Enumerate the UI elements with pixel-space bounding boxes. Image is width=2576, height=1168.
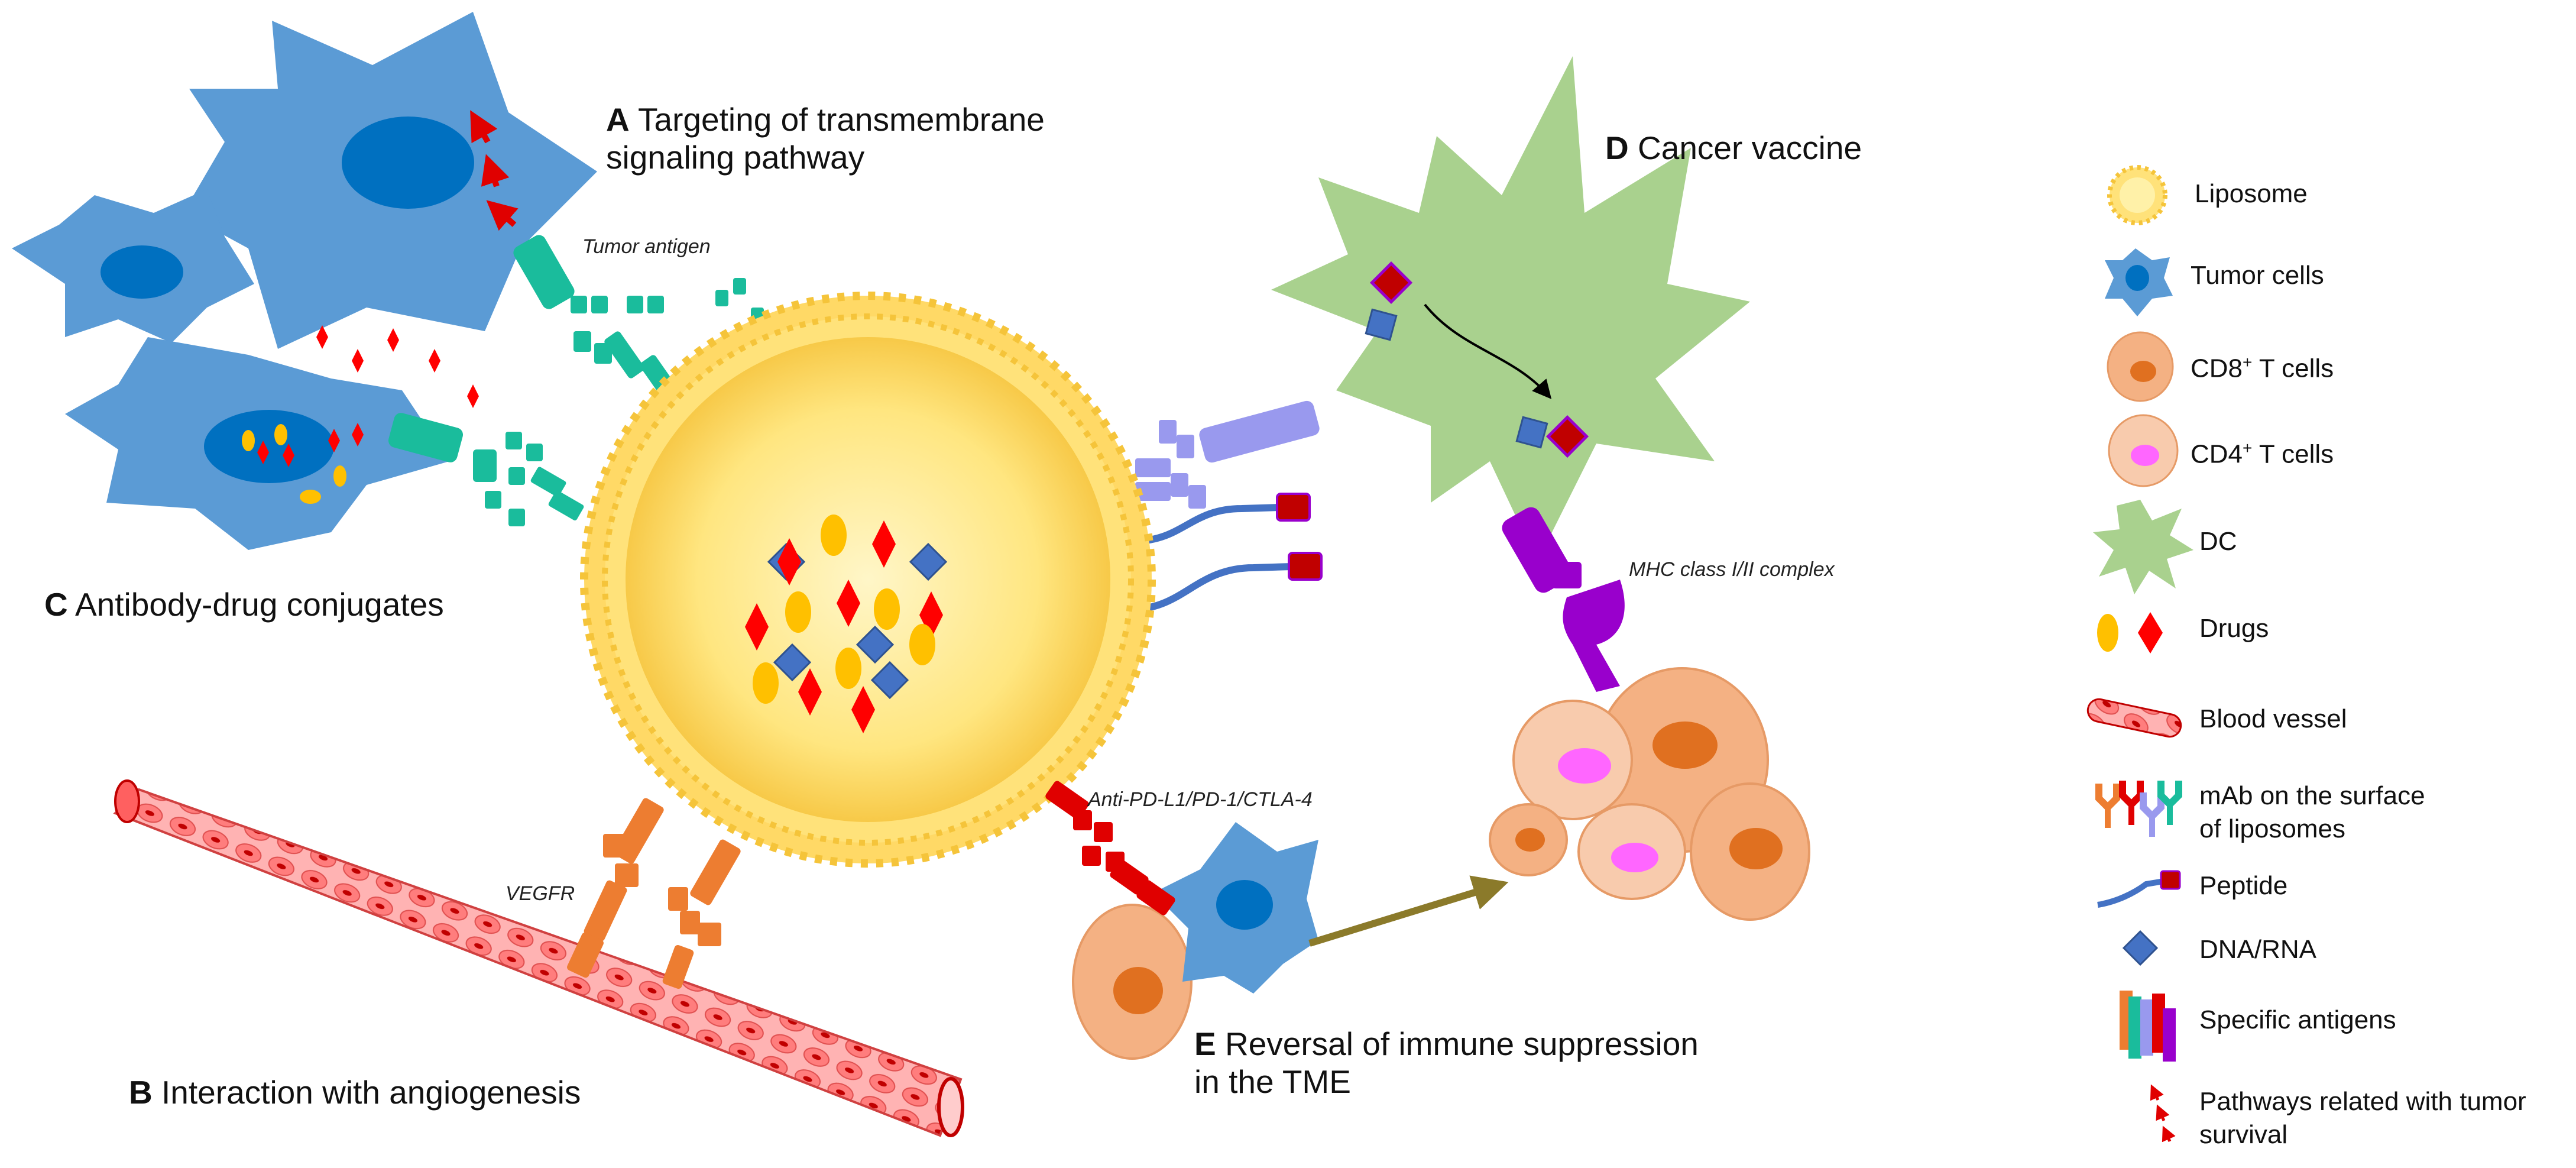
legend-mab-line1: mAb on the surface (2199, 781, 2425, 810)
legend-mab-line2: of liposomes (2199, 814, 2346, 843)
legend-dna-rna: DNA/RNA (2199, 935, 2317, 964)
section-d-text: Cancer vaccine (1638, 130, 1862, 166)
tumor-antigen-label: Tumor antigen (582, 235, 711, 258)
legend-cd8-suffix: T cells (2252, 354, 2334, 383)
legend-drugs: Drugs (2199, 614, 2269, 643)
purple-antibodies (1094, 400, 1320, 510)
t-cell-cluster (1489, 667, 1810, 921)
legend-peptide: Peptide (2199, 871, 2288, 900)
peptides (1126, 493, 1323, 613)
legend-cd4: CD4+ T cells (2191, 432, 2334, 471)
legend-tumor-cells: Tumor cells (2191, 261, 2324, 290)
anti-pd-label: Anti-PD-L1/PD-1/CTLA-4 (1088, 788, 1313, 811)
cd4-t-cell-icon (2108, 414, 2179, 487)
dendritic-cell (1271, 56, 1750, 562)
immune-checkpoint-scene (1045, 781, 1509, 1060)
pathway-arrows-icon (2150, 1084, 2176, 1143)
section-e-line2: in the TME (1194, 1063, 1351, 1100)
legend-cd8-prefix: CD8 (2191, 354, 2243, 383)
peptide-icon (2097, 870, 2181, 908)
section-c-letter: C (44, 586, 68, 623)
vegfr-label: VEGFR (506, 882, 575, 905)
section-a-letter: A (606, 101, 630, 138)
section-d-letter: D (1605, 130, 1629, 166)
section-c-label: C Antibody-drug conjugates (44, 585, 444, 623)
drugs-icon (2097, 612, 2163, 653)
liposome-icon (2107, 165, 2167, 225)
section-b-letter: B (129, 1074, 153, 1111)
tumor-cell-adc (65, 337, 449, 550)
legend-cd4-prefix: CD4 (2191, 439, 2243, 469)
legend-pathways-line2: survival (2199, 1120, 2288, 1149)
legend-pathways: Pathways related with tumor survival (2199, 1085, 2526, 1151)
section-d-label: D Cancer vaccine (1605, 129, 1862, 167)
section-e-line1: Reversal of immune suppression (1224, 1025, 1699, 1062)
section-b-label: B Interaction with angiogenesis (129, 1073, 581, 1111)
legend-cd4-sup: + (2243, 439, 2253, 457)
mab-icon (2095, 781, 2182, 837)
dna-rna-icon (2122, 930, 2159, 966)
legend-specific-antigens: Specific antigens (2199, 1005, 2396, 1034)
dc-icon (2093, 500, 2193, 594)
legend-pathways-line1: Pathways related with tumor (2199, 1087, 2526, 1116)
tumor-cell-icon (2105, 248, 2173, 316)
specific-antigens-icon (2120, 991, 2176, 1062)
legend-blood-vessel: Blood vessel (2199, 704, 2347, 733)
section-e-letter: E (1194, 1025, 1216, 1062)
blood-vessel (113, 779, 964, 1137)
section-c-text: Antibody-drug conjugates (74, 586, 444, 623)
section-a-line1: Targeting of transmembrane (638, 101, 1045, 138)
section-a-label: A Targeting of transmembrane signaling p… (606, 101, 1045, 176)
vegfr-antibodies (567, 798, 741, 989)
mhc-complex (1502, 507, 1625, 692)
tumor-cell-small (12, 189, 254, 343)
legend-mab: mAb on the surface of liposomes (2199, 779, 2425, 846)
legend-cd8: CD8+ T cells (2191, 346, 2334, 386)
liposome (580, 292, 1156, 868)
legend-cd4-suffix: T cells (2252, 439, 2334, 469)
legend-liposome: Liposome (2195, 179, 2308, 208)
liposome-drugs (745, 515, 948, 733)
free-drugs (316, 325, 479, 408)
cd8-t-cell-icon (2107, 331, 2174, 402)
legend-dc: DC (2199, 527, 2237, 556)
tumor-cell-large (183, 12, 597, 349)
section-b-text: Interaction with angiogenesis (161, 1074, 581, 1111)
legend-cd8-sup: + (2243, 353, 2253, 371)
mhc-label: MHC class I/II complex (1629, 558, 1835, 581)
legend-icons (2086, 165, 2193, 1143)
section-e-label: E Reversal of immune suppression in the … (1194, 1025, 1699, 1101)
section-a-line2: signaling pathway (606, 139, 865, 176)
blood-vessel-icon (2086, 698, 2182, 738)
